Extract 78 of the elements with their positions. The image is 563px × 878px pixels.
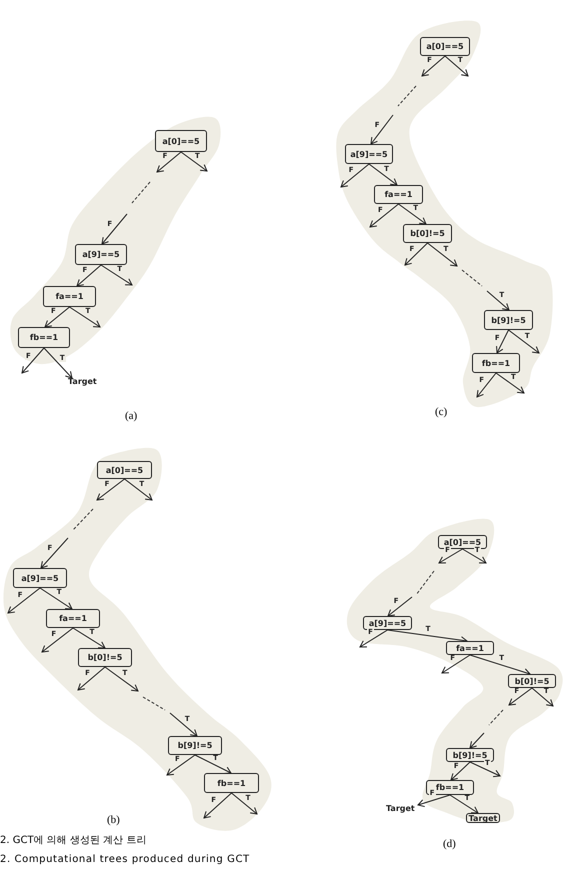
arrow [427, 242, 458, 266]
arrow [360, 630, 388, 648]
caption: 2. GCT에 의해 생성된 계산 트리 [0, 836, 146, 846]
caption-text: 2. Computational trees produced during GCT [0, 855, 250, 865]
condition-box: a[0]==5 [97, 461, 152, 479]
arrow [22, 348, 44, 374]
arrow [470, 762, 500, 778]
arrow [370, 204, 399, 228]
condition-box: a[9]==5 [13, 568, 67, 588]
target-label: Target [68, 378, 100, 388]
arrow [462, 548, 486, 564]
arrow [194, 754, 232, 774]
panel-label: (d) [443, 839, 456, 850]
arrow [180, 152, 208, 172]
arrow [96, 478, 125, 500]
arrow [104, 666, 138, 692]
condition-box: b[9]!=5 [168, 736, 222, 755]
arrow [418, 794, 450, 808]
arrow [508, 330, 540, 354]
arrow [40, 588, 72, 610]
arrow [156, 152, 182, 172]
arrow [450, 794, 478, 814]
condition-box: fa==1 [43, 286, 96, 307]
condition-box: a[9]==5 [363, 616, 412, 630]
arrow [72, 628, 106, 648]
panel-label: (a) [125, 411, 138, 422]
panel-label: (c) [435, 407, 448, 418]
condition-box: Target [466, 813, 500, 823]
condition-box: b[0]!=5 [403, 224, 452, 243]
arrow [44, 306, 70, 328]
arrow [69, 306, 100, 328]
arrow [370, 114, 394, 144]
arrow [470, 654, 530, 676]
arrow [450, 762, 470, 780]
condition-box: a[9]==5 [75, 244, 127, 265]
arrow [508, 688, 532, 706]
condition-box: b[0]!=5 [78, 648, 132, 667]
arrow [166, 754, 196, 776]
arrow [444, 56, 468, 76]
arrow [340, 164, 370, 188]
condition-box: fb==1 [204, 773, 259, 793]
arrow [78, 666, 106, 690]
arrow [496, 330, 509, 354]
arrow [40, 538, 68, 568]
arrow [532, 688, 554, 706]
arrow [398, 204, 426, 224]
condition-box: a[0]==5 [420, 37, 470, 56]
condition-box: fa==1 [374, 185, 423, 204]
arrow [486, 290, 510, 310]
arrow [124, 478, 152, 500]
condition-box: fa==1 [46, 609, 100, 628]
arrow [204, 792, 232, 818]
condition-box: b[9]!=5 [484, 310, 533, 330]
arrow [100, 264, 132, 286]
arrow [496, 372, 524, 394]
arrow [8, 588, 40, 614]
arrow [231, 792, 258, 814]
arrow [368, 164, 398, 186]
target-label: Target [386, 805, 420, 815]
arrow [388, 596, 412, 616]
condition-box: fb==1 [472, 353, 520, 373]
condition-box: a[0]==5 [155, 130, 207, 152]
arrow [422, 56, 446, 76]
arrow [438, 548, 463, 564]
arrow [76, 264, 102, 286]
condition-box: fa==1 [446, 641, 494, 655]
arrow [42, 628, 74, 652]
arrow [470, 732, 484, 748]
arrow [102, 214, 128, 244]
condition-box: fb==1 [18, 327, 70, 348]
arrow [170, 712, 198, 736]
condition-box: b[0]!=5 [508, 674, 556, 688]
panel-label: (b) [107, 815, 120, 826]
condition-box: a[9]==5 [345, 144, 393, 164]
arrow [476, 372, 496, 398]
arrow [44, 348, 72, 378]
arrow [404, 242, 428, 266]
arrow [442, 654, 470, 674]
